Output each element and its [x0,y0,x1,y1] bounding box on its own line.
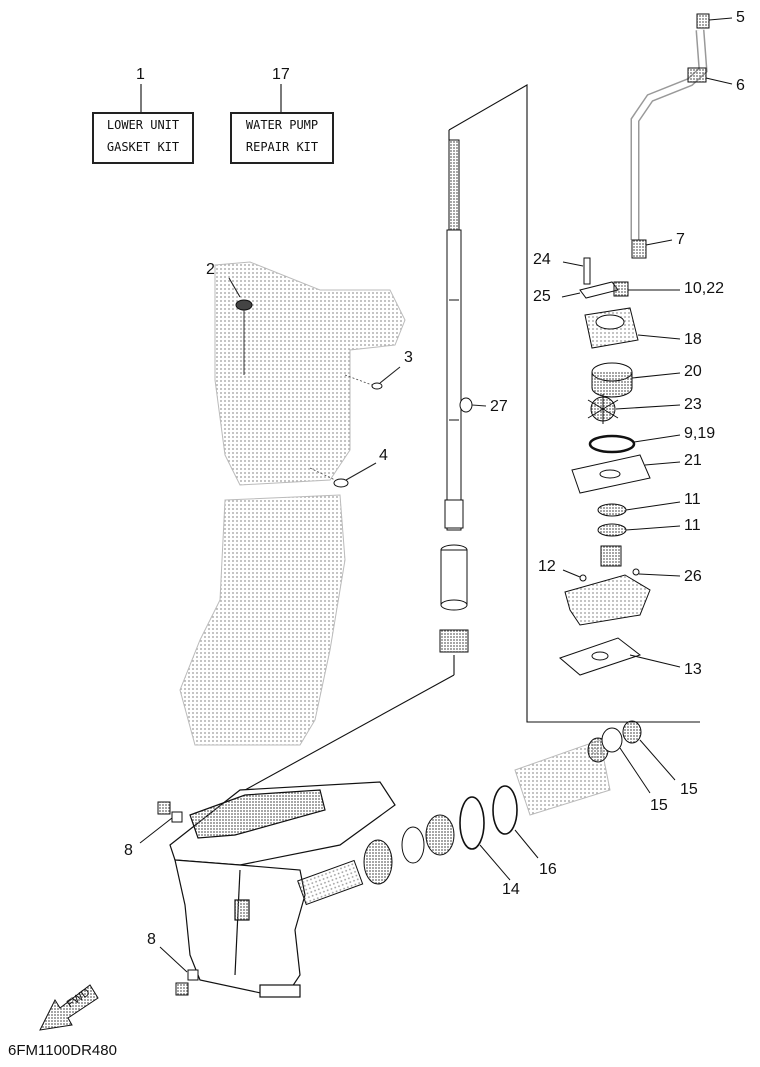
callout-25: 25 [533,288,551,305]
kit-1-number: 1 [136,66,145,83]
explode-frame [448,84,700,723]
callout-11a: 11 [684,491,701,508]
part-4-gasket [309,462,377,488]
drive-shaft-sleeve [439,544,469,653]
part-bearing-cylinder [600,545,622,567]
fwd-direction-arrow: FWD [39,984,99,1031]
kit-17-line1: WATER PUMP [245,118,319,132]
callout-8a: 8 [124,842,133,859]
lower-casing [169,781,396,998]
part-3-pin [344,366,401,390]
callout-26: 26 [684,568,702,585]
callout-3: 3 [404,349,413,366]
part-12-pin [562,569,587,582]
part-8-bolt-lower [159,946,199,996]
callout-15b: 15 [650,797,668,814]
kit-17-number: 17 [272,66,290,83]
upper-casing-ghost [179,261,406,746]
callout-13: 13 [684,661,702,678]
shaft-leader-down [244,674,455,791]
part-2-seal [228,277,253,375]
diagram-code: 6FM1100DR480 [8,1042,117,1059]
callout-12: 12 [538,558,556,575]
callout-15a: 15 [680,781,698,798]
callout-24: 24 [533,251,551,268]
part-8-bolt-upper [139,801,183,844]
callout-23: 23 [684,396,702,413]
callout-7: 7 [676,231,685,248]
callout-21: 21 [684,452,702,469]
propeller-shaft-train [297,720,676,906]
kit-leaders [140,84,282,112]
callout-14: 14 [502,881,520,898]
part-21-gasket [571,454,681,494]
kit-17-box: WATER PUMP REPAIR KIT [230,112,334,164]
part-26-pin [632,568,681,577]
part-18-pump-housing [584,307,681,349]
part-24-bolt [562,257,591,285]
callout-8b: 8 [147,931,156,948]
kit-1-box: LOWER UNIT GASKET KIT [92,112,194,164]
callout-20: 20 [684,363,702,380]
part-27-clip [459,397,487,413]
kit-17-line2: REPAIR KIT [245,140,319,154]
callout-2: 2 [206,261,215,278]
callout-16: 16 [539,861,557,878]
callout-5: 5 [736,9,745,26]
forward-gear [363,839,393,885]
callout-6: 6 [736,77,745,94]
part-13-gasket [559,637,681,676]
part-10-22-grommet [613,281,680,297]
part-20-insert [591,362,681,398]
callout-18: 18 [684,331,702,348]
part-23-impeller [587,394,681,424]
water-pump-base [564,574,651,626]
callout-10-22: 10,22 [684,280,725,297]
part-9-19-oring [588,434,681,454]
kit-1-line1: LOWER UNIT [106,118,180,132]
kit-1-line2: GASKET KIT [106,140,180,154]
callout-9-19: 9,19 [684,425,716,442]
part-11-seals [597,501,681,537]
drive-shaft [444,139,464,531]
callout-27: 27 [490,398,508,415]
callout-11b: 11 [684,517,701,534]
callout-4: 4 [379,447,388,464]
water-tube [630,13,733,259]
